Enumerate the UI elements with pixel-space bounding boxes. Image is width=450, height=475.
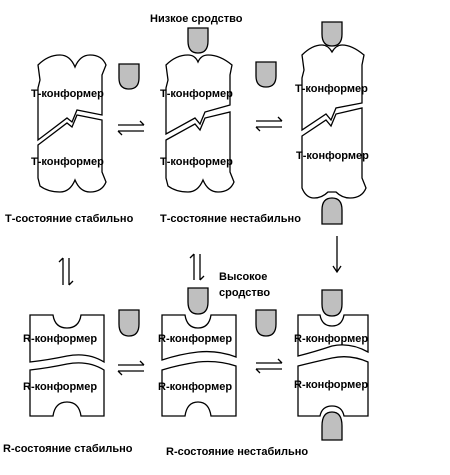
t-state-unstable-caption: Т-состояние нестабильно: [160, 213, 301, 225]
t-conformer-top-label: Т-конформер: [160, 88, 233, 100]
r-conformer-top-subunit: [161, 314, 237, 361]
t-conformer-bottom-subunit: [301, 107, 367, 199]
ligand-icon: [255, 309, 277, 337]
equilibrium-arrows-icon: [117, 120, 145, 136]
t-conformer-top-subunit: [37, 54, 107, 142]
ligand-icon: [321, 289, 343, 317]
equilibrium-arrows-icon: [117, 360, 145, 376]
r-conformer-top-subunit: [29, 314, 105, 364]
ligand-icon: [187, 287, 209, 315]
t-conformer-bottom-label: Т-конформер: [296, 150, 369, 162]
r-conformer-top-label: R-конформер: [158, 333, 232, 345]
t-conformer-top-label: Т-конформер: [31, 88, 104, 100]
r-state-stable-caption: R-состояние стабильно: [3, 443, 133, 455]
high-affinity-label-line1: Высокое: [219, 271, 267, 283]
r-conformer-bottom-subunit: [161, 360, 237, 417]
t-conformer-top-subunit: [165, 54, 233, 136]
down-arrow-icon: [332, 236, 342, 274]
t-conformer-bottom-label: Т-конформер: [160, 156, 233, 168]
ligand-icon: [118, 309, 140, 337]
r-conformer-bottom-subunit: [29, 362, 105, 417]
t-state-unstable-protein: Т-конформер Т-конформер: [160, 54, 235, 193]
r-conformer-bottom-subunit: [297, 356, 369, 417]
t-conformer-top-subunit: [301, 44, 365, 132]
t-conformer-top-label: Т-конформер: [295, 83, 368, 95]
t-state-stable-protein: Т-конформер Т-конформер: [31, 54, 107, 193]
ligand-icon: [187, 27, 209, 54]
equilibrium-arrows-icon: [189, 253, 205, 281]
equilibrium-arrows-icon: [255, 116, 283, 132]
r-state-unstable-protein: R-конформер R-конформер: [158, 314, 237, 417]
t-conformer-bottom-subunit: [37, 114, 107, 193]
r-conformer-bottom-label: R-конформер: [158, 381, 232, 393]
r-conformer-bottom-label: R-конформер: [294, 379, 368, 391]
r-conformer-top-label: R-конформер: [23, 333, 97, 345]
r-state-unstable-caption: R-состояние нестабильно: [166, 446, 308, 458]
r-state-with-ligands-protein: R-конформер R-конформер: [294, 314, 369, 417]
r-state-stable-protein: R-конформер R-конформер: [23, 314, 105, 417]
ligand-icon: [321, 21, 343, 47]
t-state-with-ligands-protein: Т-конформер Т-конформер: [295, 44, 369, 199]
ligand-icon: [255, 61, 277, 88]
equilibrium-arrows-icon: [58, 257, 74, 286]
low-affinity-label: Низкое сродство: [150, 13, 243, 25]
t-conformer-bottom-label: Т-конформер: [31, 156, 104, 168]
r-conformer-bottom-label: R-конформер: [23, 381, 97, 393]
r-conformer-top-subunit: [297, 314, 369, 357]
ligand-icon: [321, 411, 343, 441]
high-affinity-label-line2: сродство: [219, 287, 270, 299]
ligand-icon: [321, 197, 343, 225]
ligand-icon: [118, 63, 140, 90]
t-conformer-bottom-subunit: [165, 111, 235, 193]
r-conformer-top-label: R-конформер: [294, 333, 368, 345]
t-state-stable-caption: Т-состояние стабильно: [5, 213, 134, 225]
equilibrium-arrows-icon: [255, 358, 283, 374]
